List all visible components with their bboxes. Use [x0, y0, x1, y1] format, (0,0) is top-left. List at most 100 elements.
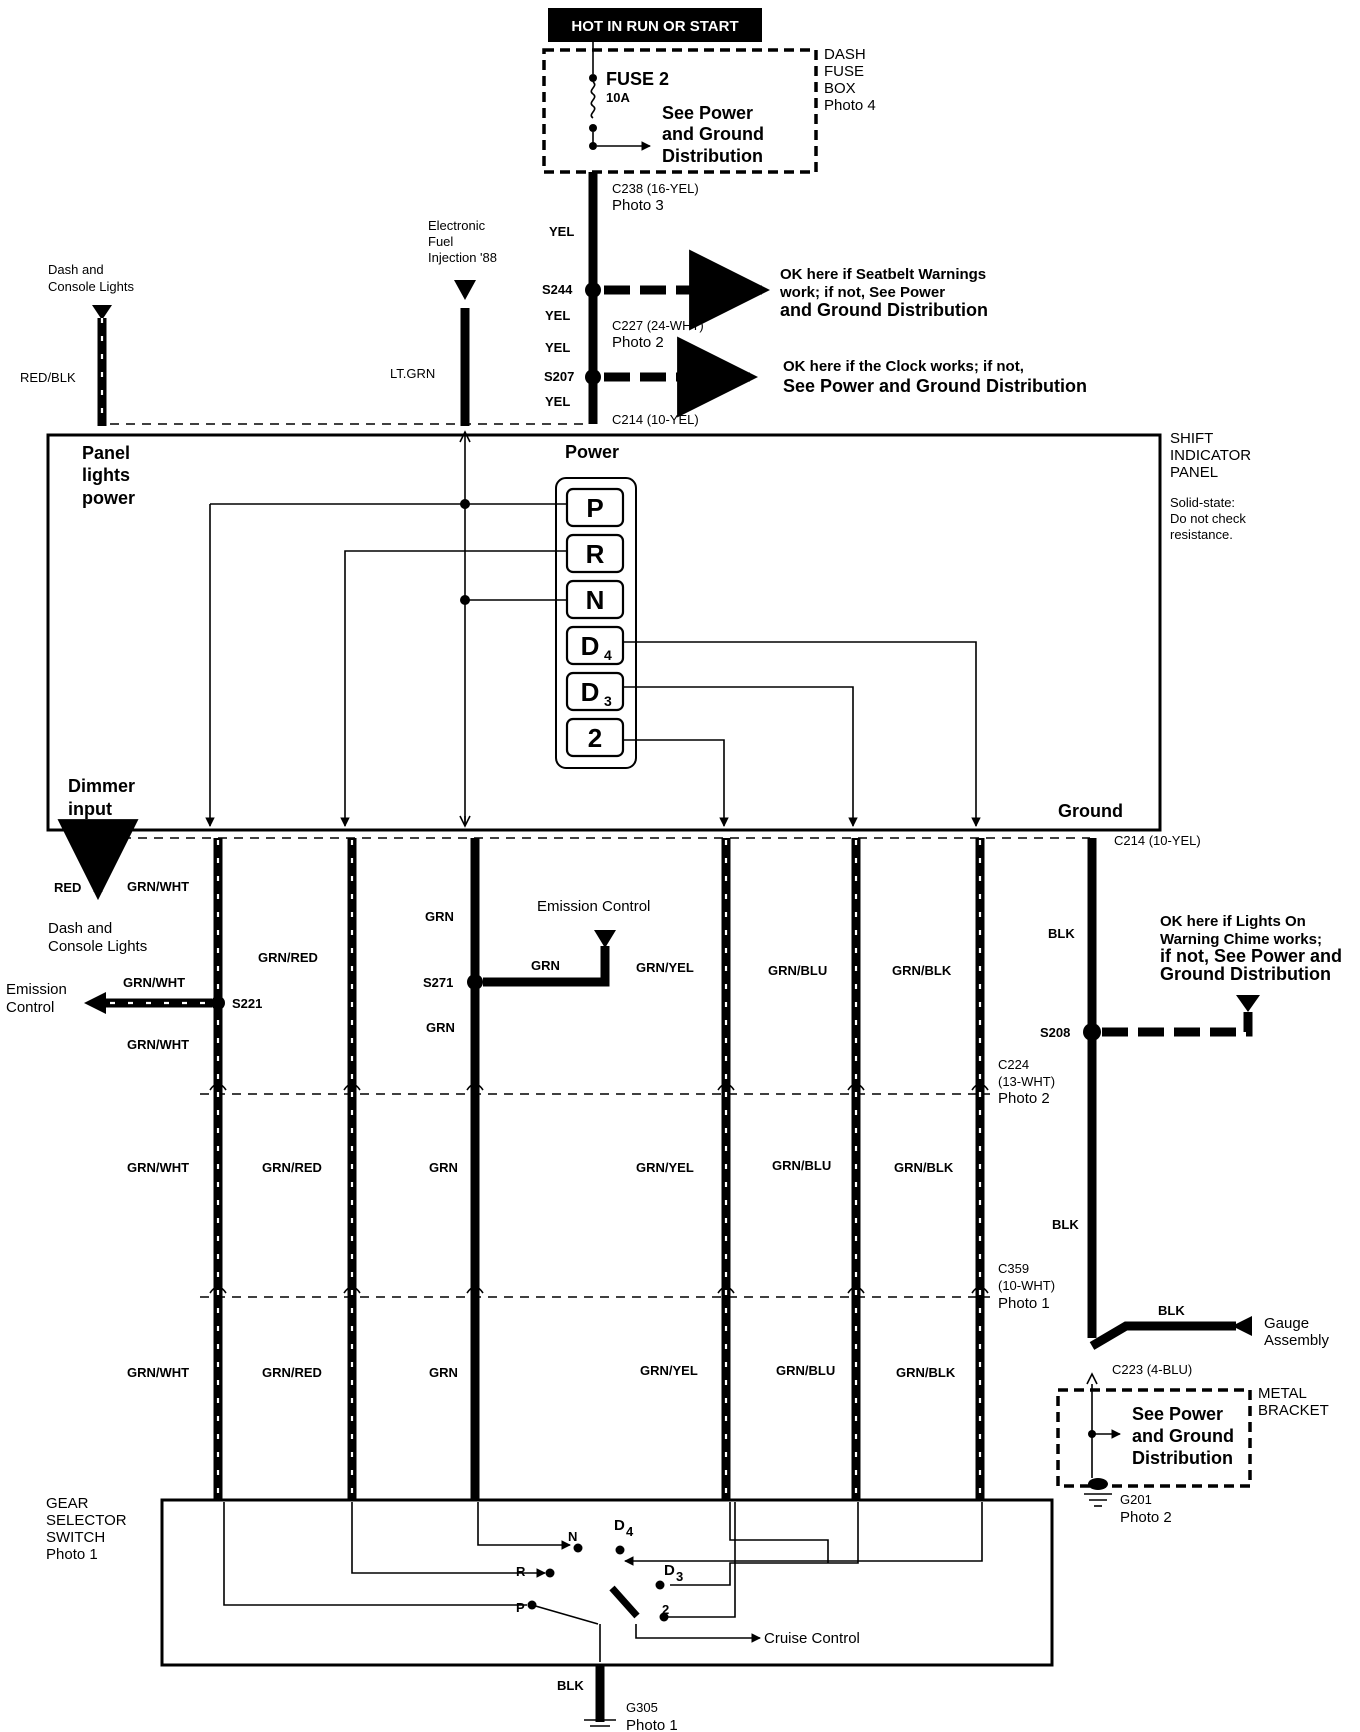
svg-text:BLK: BLK [1048, 926, 1075, 941]
svg-text:GRN/BLK: GRN/BLK [896, 1365, 956, 1380]
svg-text:BLK: BLK [557, 1678, 584, 1693]
svg-text:N: N [586, 585, 605, 615]
svg-text:input: input [68, 799, 112, 819]
indicator-r: R [565, 533, 625, 574]
svg-text:OK here if the Clock works; if: OK here if the Clock works; if not, [783, 358, 1024, 375]
svg-text:Injection '88: Injection '88 [428, 250, 497, 265]
svg-text:P: P [586, 493, 603, 523]
svg-text:GRN: GRN [425, 909, 454, 924]
hot-in-run-or-start-label: HOT IN RUN OR START [548, 8, 762, 42]
svg-text:SWITCH: SWITCH [46, 1529, 105, 1546]
svg-text:DASH: DASH [824, 46, 866, 63]
svg-text:YEL: YEL [545, 308, 570, 323]
svg-text:GRN/RED: GRN/RED [262, 1365, 322, 1380]
ground-symbol-g201 [1084, 1493, 1112, 1507]
svg-text:GRN/WHT: GRN/WHT [127, 879, 189, 894]
shift-indicator-panel: SHIFT INDICATOR PANEL Solid-state: Do no… [46, 430, 1251, 832]
svg-text:C214 (10-YEL): C214 (10-YEL) [1114, 833, 1201, 848]
svg-text:SHIFT: SHIFT [1170, 430, 1213, 447]
svg-text:GRN/YEL: GRN/YEL [636, 1160, 694, 1175]
svg-text:C223 (4-BLU): C223 (4-BLU) [1112, 1362, 1192, 1377]
svg-text:G201: G201 [1120, 1492, 1152, 1507]
svg-text:S221: S221 [232, 996, 262, 1011]
svg-text:Gauge: Gauge [1264, 1315, 1309, 1332]
svg-text:D: D [614, 1517, 625, 1534]
svg-text:GRN/BLU: GRN/BLU [776, 1363, 835, 1378]
svg-text:Photo 3: Photo 3 [612, 197, 664, 214]
svg-text:G305: G305 [626, 1700, 658, 1715]
svg-text:Power: Power [565, 442, 619, 462]
svg-text:GRN/WHT: GRN/WHT [127, 1365, 189, 1380]
svg-text:GEAR: GEAR [46, 1495, 89, 1512]
connector-c224-marks [209, 1083, 989, 1091]
svg-text:Do not check: Do not check [1170, 511, 1246, 526]
svg-text:BLK: BLK [1158, 1303, 1185, 1318]
svg-text:C214 (10-YEL): C214 (10-YEL) [612, 412, 699, 427]
svg-text:D: D [581, 631, 600, 661]
svg-text:GRN/BLK: GRN/BLK [892, 963, 952, 978]
svg-text:4: 4 [626, 1524, 634, 1539]
svg-text:Emission Control: Emission Control [537, 898, 650, 915]
svg-text:GRN/RED: GRN/RED [258, 950, 318, 965]
svg-text:PANEL: PANEL [1170, 464, 1218, 481]
svg-text:3: 3 [604, 693, 612, 709]
svg-text:Distribution: Distribution [1132, 1448, 1233, 1468]
svg-text:Assembly: Assembly [1264, 1332, 1330, 1349]
indicator-n: N [565, 579, 625, 620]
svg-text:See Power and Ground Distribut: See Power and Ground Distribution [783, 376, 1087, 396]
svg-text:S244: S244 [542, 282, 573, 297]
svg-text:YEL: YEL [545, 340, 570, 355]
svg-text:Electronic: Electronic [428, 218, 486, 233]
svg-text:D: D [581, 677, 600, 707]
connector-c359-marks [209, 1286, 989, 1294]
svg-text:Dash and: Dash and [48, 262, 104, 277]
svg-text:GRN/WHT: GRN/WHT [123, 975, 185, 990]
ground-symbol-g305 [584, 1719, 616, 1727]
svg-text:R: R [516, 1564, 526, 1579]
svg-text:GRN: GRN [531, 958, 560, 973]
svg-text:Photo 1: Photo 1 [46, 1546, 98, 1563]
svg-text:P: P [516, 1600, 525, 1615]
top-inputs: Dash and Console Lights RED/BLK Electron… [20, 218, 585, 426]
svg-text:2: 2 [588, 723, 602, 753]
dash-fuse-box: DASH FUSE BOX Photo 4 FUSE 2 10A See Pow… [542, 42, 876, 174]
svg-text:RED: RED [54, 880, 81, 895]
svg-text:HOT IN RUN OR START: HOT IN RUN OR START [571, 18, 738, 35]
svg-text:C238 (16-YEL): C238 (16-YEL) [612, 181, 699, 196]
svg-text:SELECTOR: SELECTOR [46, 1512, 127, 1529]
svg-text:See Power: See Power [662, 103, 753, 123]
svg-text:Console Lights: Console Lights [48, 938, 147, 955]
gear-selector-switch: GEAR SELECTOR SWITCH Photo 1 N D 4 R D 3… [46, 1495, 1054, 1732]
svg-text:YEL: YEL [549, 224, 574, 239]
svg-text:METAL: METAL [1258, 1385, 1307, 1402]
svg-text:Warning Chime works;: Warning Chime works; [1160, 931, 1322, 948]
svg-text:R: R [586, 539, 605, 569]
svg-text:2: 2 [662, 1602, 669, 1617]
svg-text:GRN/WHT: GRN/WHT [127, 1160, 189, 1175]
svg-text:GRN/YEL: GRN/YEL [636, 960, 694, 975]
svg-text:Console Lights: Console Lights [48, 279, 134, 294]
svg-text:and Ground Distribution: and Ground Distribution [780, 300, 988, 320]
svg-text:GRN/BLU: GRN/BLU [772, 1158, 831, 1173]
indicator-2: 2 [565, 717, 625, 758]
fuse-2-symbol [590, 81, 596, 119]
svg-text:GRN/WHT: GRN/WHT [127, 1037, 189, 1052]
svg-text:N: N [568, 1529, 577, 1544]
svg-text:C227 (24-WHT): C227 (24-WHT) [612, 318, 704, 333]
svg-text:Photo 1: Photo 1 [998, 1295, 1050, 1312]
svg-text:GRN: GRN [426, 1020, 455, 1035]
svg-text:LT.GRN: LT.GRN [390, 366, 435, 381]
cruise-control-label: Cruise Control [764, 1630, 860, 1647]
svg-text:and Ground: and Ground [662, 124, 764, 144]
lower-harness: RED Dash and Console Lights GRN/WHT GRN/… [6, 819, 1342, 1526]
svg-text:if not, See Power and: if not, See Power and [1160, 946, 1342, 966]
svg-text:GRN/BLK: GRN/BLK [894, 1160, 954, 1175]
indicator-p: P [565, 487, 625, 528]
svg-text:GRN: GRN [429, 1365, 458, 1380]
svg-text:Control: Control [6, 999, 54, 1016]
svg-text:power: power [82, 488, 135, 508]
svg-text:INDICATOR: INDICATOR [1170, 447, 1251, 464]
svg-text:10A: 10A [606, 90, 630, 105]
